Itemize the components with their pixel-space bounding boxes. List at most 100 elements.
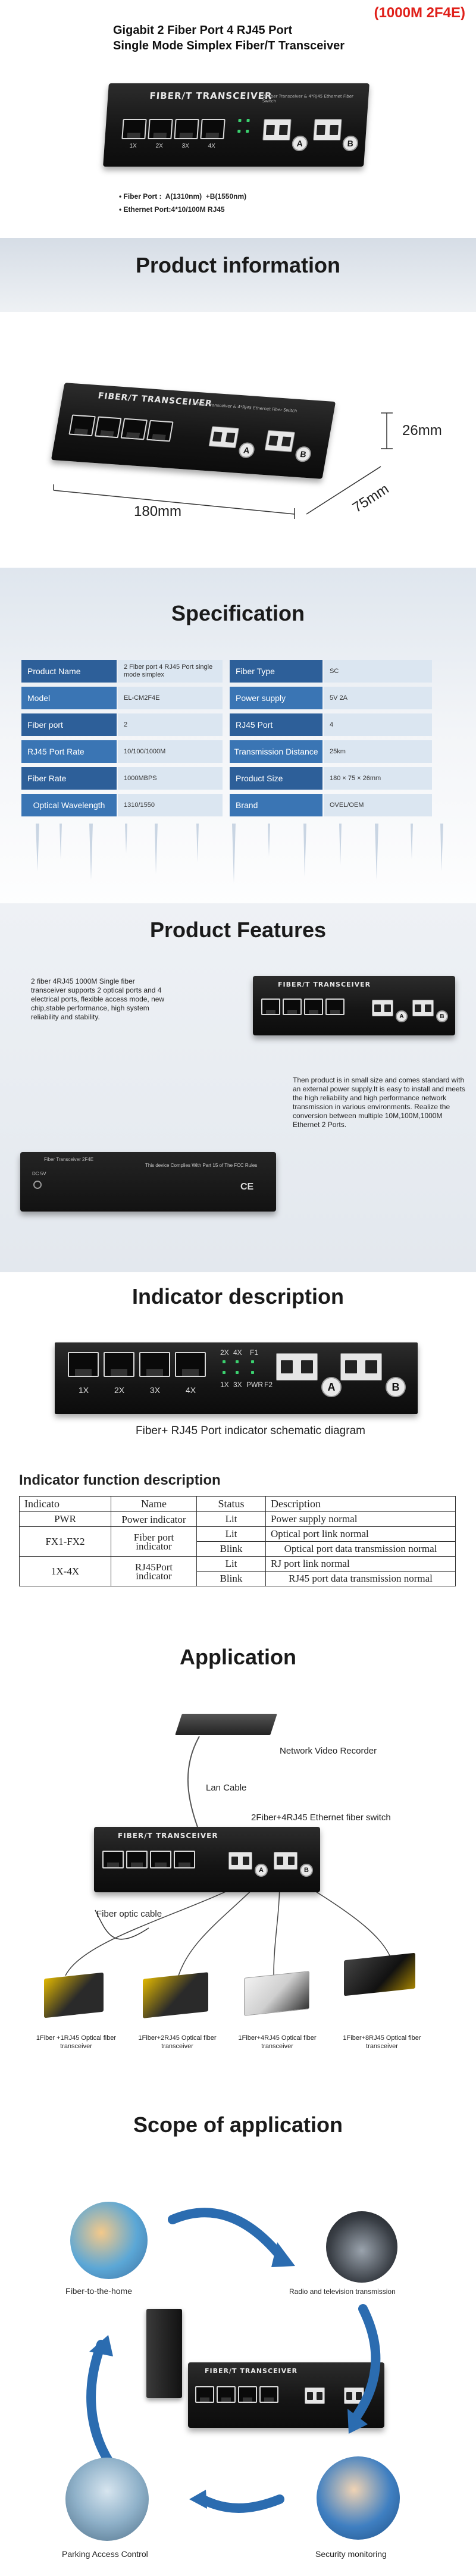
fiber-port-bullet: • Fiber Port : A(1310nm) +B(1550nm) [119,192,247,201]
rj45-port [174,119,199,139]
status-led [251,1371,254,1374]
led-label-1x: 1X [220,1381,229,1389]
features-section: Product Features 2 fiber 4RJ45 1000M Sin… [0,903,476,1272]
rj45-port [148,119,173,139]
ce-mark: CE [240,1182,254,1192]
led-label-4x: 4X [233,1348,242,1357]
device-brand-label: FIBER/T TRANSCEIVER [149,90,273,101]
status-led [237,130,241,133]
status-led [251,1360,254,1363]
device-image-rear: Fiber Transceiver 2F4E This device Compl… [20,1152,276,1212]
rj45-port [200,119,226,139]
port-label-2x: 2X [155,143,164,149]
header-section: (1000M 2F4E) Gigabit 2 Fiber Port 4 RJ45… [0,0,476,238]
spec-value: EL-CM2F4E [118,687,223,709]
status-led [246,130,249,133]
spec-value: 1310/1550 [118,794,223,816]
spec-key: Fiber Type [230,660,322,683]
sfp-port-b [412,1000,434,1016]
fiber-cable-label: Fiber optic cable [96,1909,162,1919]
spec-value: 180 × 75 × 26mm [324,767,432,790]
spec-value: 2 [118,713,223,736]
led-label-f2: F2 [264,1381,273,1389]
sfp-port-a [305,2387,325,2404]
indicator-function-title: Indicator function description [19,1472,221,1488]
sfp-port-b [340,1353,382,1381]
nvr-label: Network Video Recorder [280,1746,377,1756]
transceiver-label-2: 1Fiber+2RJ45 Optical fiber transceiver [138,2034,217,2050]
indicator-caption: Fiber+ RJ45 Port indicator schematic dia… [136,1425,365,1437]
sfp-port-a [262,119,292,140]
spec-key: RJ45 Port Rate [21,740,117,763]
features-title: Product Features [149,918,327,942]
dimension-lines [53,412,393,519]
table-cell: RJ45Port indicator [111,1556,197,1586]
port-label-2x: 2X [114,1385,125,1395]
rj45-port [325,999,345,1015]
scope-photo-security [317,2456,400,2540]
model-tag: (1000M 2F4E) [374,5,465,21]
spec-key: Fiber Rate [21,767,117,790]
table-header-row: Indicato Name Status Description [19,1496,456,1512]
scope-title: Scope of application [133,2112,343,2137]
rj45-port [150,1851,171,1868]
led-label-2x: 2X [220,1348,229,1357]
scope-section: Scope of application Fiber-to-the-home R… [0,2083,476,2576]
scope-photo-family [70,2202,148,2279]
sfp-port-a [372,1000,393,1016]
device-subline: 2*Fiber Transceiver & 4*RJ45 Ethernet Fi… [262,94,354,104]
dimension-width: 180mm [134,503,182,519]
decorative-spikes [36,824,443,883]
spec-key: Transmission Distance [230,740,322,763]
table-header: Name [111,1496,197,1512]
spec-value: 25km [324,740,432,763]
table-cell: Optical port link normal [265,1526,456,1542]
spec-row: RJ45 Port Rate 10/100/1000M Transmission… [21,740,432,763]
table-cell: Power indicator [111,1511,197,1527]
sfp-port-a [276,1353,318,1381]
ethernet-port-bullet: • Ethernet Port:4*10/100M RJ45 [119,205,225,214]
product-info-section: FIBER/T TRANSCEIVER 2*Fiber Transceiver … [0,312,476,568]
spec-value: 2 Fiber port 4 RJ45 Port single mode sim… [118,660,223,683]
table-cell: FX1-FX2 [19,1526,111,1557]
transceiver-label-1: 1Fiber +1RJ45 Optical fiber transceiver [36,2034,117,2050]
spec-value: OVEL/OEM [324,794,432,816]
scope-vertical-device [146,2309,182,2398]
features-text-2: Then product is in small size and comes … [293,1076,465,1129]
spec-title: Specification [171,601,305,625]
table-cell: Blink [196,1571,266,1586]
table-header: Status [196,1496,266,1512]
fiber-b-badge: B [436,1010,448,1022]
table-row: Blink RJ45 port data transmission normal [20,1571,456,1586]
port-label-1x: 1X [79,1385,89,1395]
scope-label-fiber-home: Fiber-to-the-home [65,2286,133,2296]
spec-key: Brand [230,794,322,816]
status-led [246,119,250,122]
dimension-height: 26mm [402,422,442,439]
product-info-band [0,238,476,312]
device-brand-label: FIBER/T TRANSCEIVER [118,1832,218,1840]
sfp-port-b [274,1852,298,1870]
spec-row: Product Name 2 Fiber port 4 RJ45 Port si… [21,660,432,683]
rj45-port [174,1851,195,1868]
table-cell: Fiber port indicator [111,1526,197,1557]
application-title: Application [180,1645,296,1669]
status-led [236,1360,239,1363]
scope-label-parking: Parking Access Control [62,2549,148,2559]
fiber-a-badge: A [321,1377,342,1397]
status-led [223,1360,226,1363]
port-label-3x: 3X [150,1385,161,1395]
status-led [223,1371,226,1374]
rj45-port [139,1352,170,1377]
rj45-port [195,2386,214,2403]
fiber-a-badge: A [396,1010,408,1022]
indicator-table: Indicato Name Status Description PWR Pow… [19,1496,456,1586]
fiber-b-badge: B [300,1864,313,1877]
indicator-title: Indicator description [131,1284,345,1309]
spec-row: Fiber Rate 1000MBPS Product Size 180 × 7… [21,767,432,790]
lan-cable-label: Lan Cable [206,1783,247,1793]
rj45-port [121,119,147,139]
rj45-port [102,1851,124,1868]
status-led [238,119,242,122]
device-brand-label: FIBER/T TRANSCEIVER [205,2367,298,2375]
